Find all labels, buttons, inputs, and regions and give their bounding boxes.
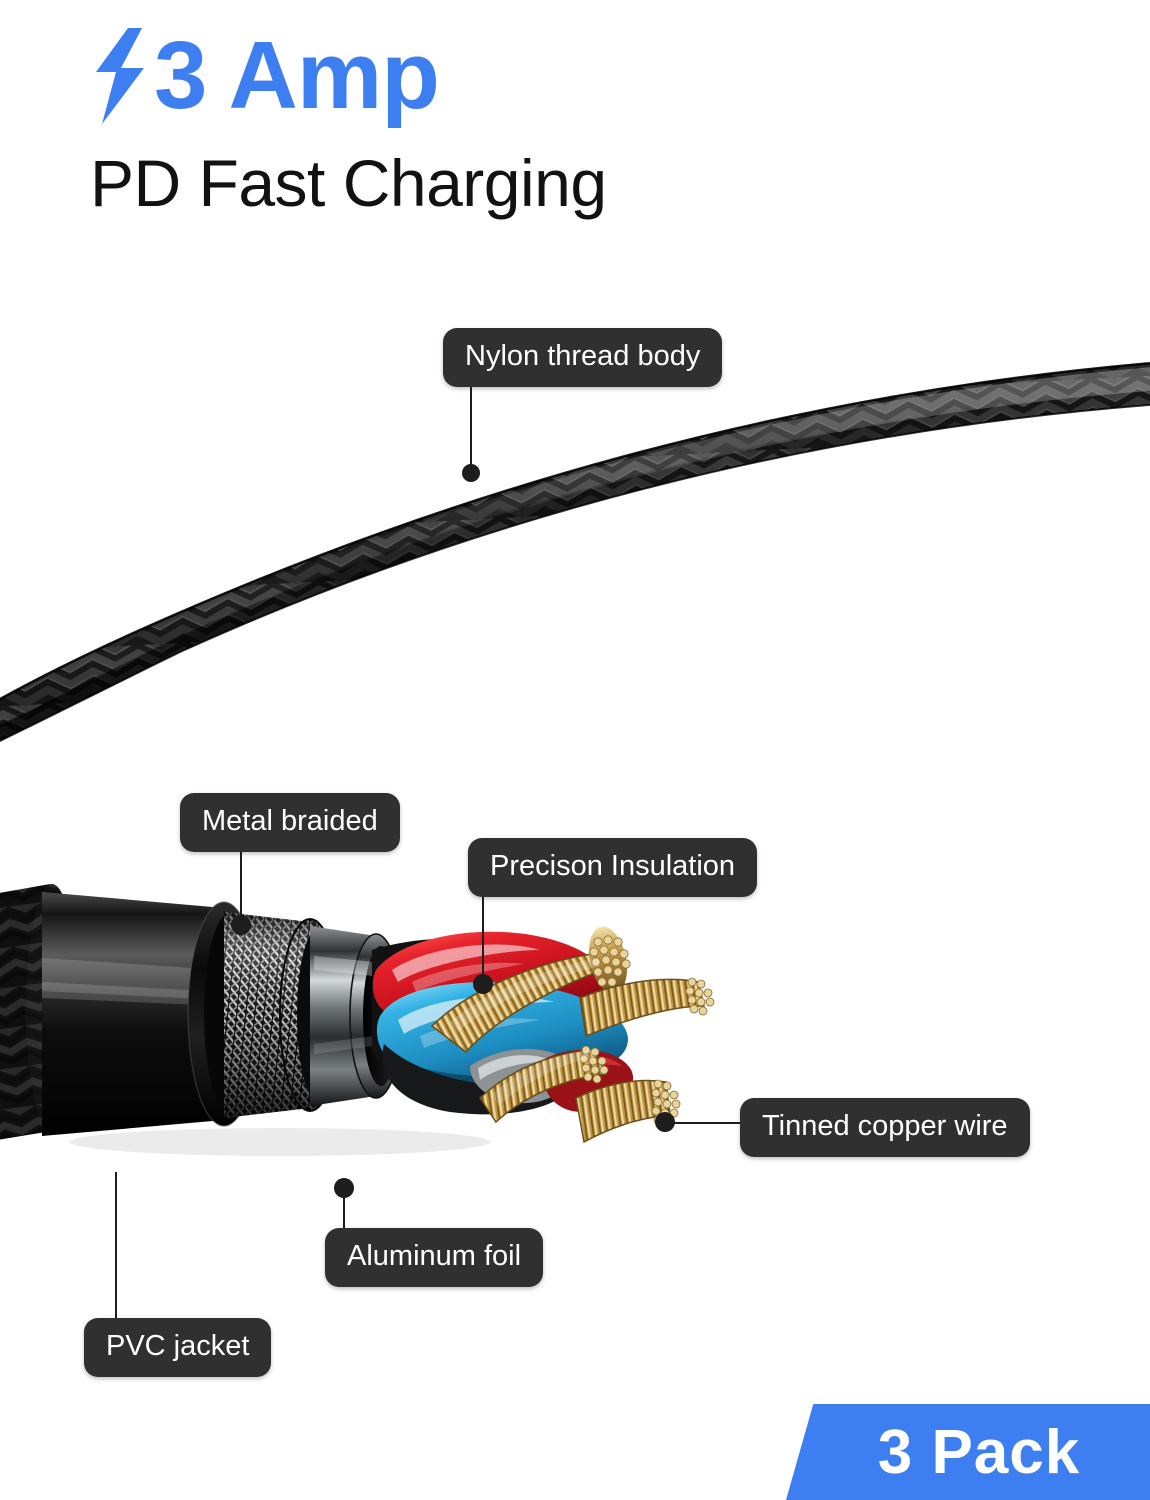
- braided-cable-illustration: [0, 360, 1150, 760]
- leader-line-nylon-thread-body: [470, 379, 472, 467]
- copper-bundle-lower: [479, 1045, 681, 1144]
- leader-line-metal-braided: [240, 844, 242, 928]
- leader-line-aluminum-foil: [343, 1194, 345, 1232]
- callout-aluminum-foil: Aluminum foil: [325, 1228, 544, 1287]
- callout-nylon-thread-body: Nylon thread body: [443, 328, 723, 387]
- pack-count-badge: 3 Pack: [786, 1404, 1150, 1500]
- leader-dot-metal-braided: [231, 915, 251, 935]
- leader-line-pvc-jacket: [115, 1172, 117, 1320]
- pack-badge-shape: [786, 1404, 1150, 1500]
- cutaway-illustration: [0, 884, 715, 1156]
- pack-badge-label: 3 Pack: [877, 1417, 1081, 1487]
- callout-metal-braided: Metal braided: [180, 793, 400, 852]
- headline-group: 3 Amp: [88, 22, 440, 129]
- leader-line-precison-insulation: [482, 889, 484, 985]
- copper-bundle-upper: [430, 926, 715, 1054]
- amp-headline: 3 Amp: [154, 22, 440, 129]
- leader-dot-nylon-thread-body: [462, 464, 480, 482]
- leader-dot-aluminum-foil: [334, 1178, 354, 1198]
- leader-dot-tinned-copper-wire: [655, 1112, 675, 1132]
- leader-dot-precison-insulation: [473, 974, 493, 994]
- subtitle: PD Fast Charging: [90, 146, 607, 220]
- nylon-braided-cable-photo: [0, 330, 1150, 760]
- callout-tinned-copper-wire: Tinned copper wire: [740, 1098, 1030, 1157]
- lightning-bolt-icon: [96, 28, 144, 124]
- leader-line-tinned-copper-wire: [672, 1122, 742, 1124]
- callout-pvc-jacket: PVC jacket: [84, 1318, 272, 1377]
- cable-cutaway-photo: [0, 830, 770, 1230]
- callout-precison-insulation: Precison Insulation: [468, 838, 758, 897]
